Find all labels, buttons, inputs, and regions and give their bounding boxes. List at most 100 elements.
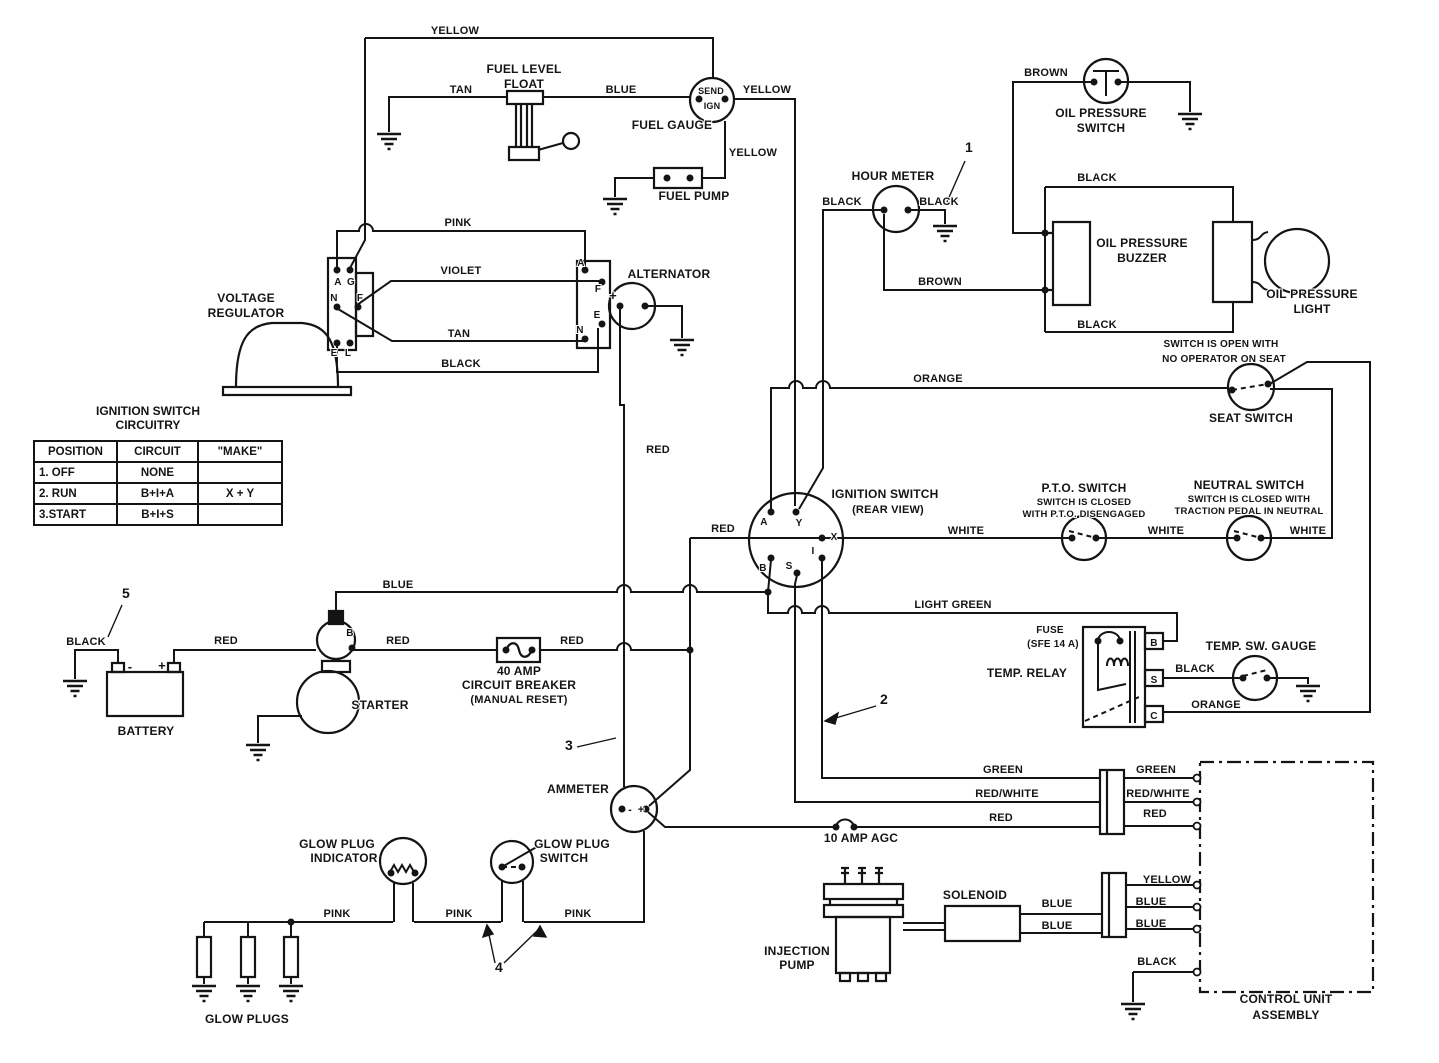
hour-meter-body <box>873 186 919 232</box>
label-: + <box>638 804 645 816</box>
label-switch: SWITCH <box>540 851 589 865</box>
wire-green-rw-red-right <box>1124 778 1193 826</box>
injection-pump-body <box>836 917 890 973</box>
glow-plug-3 <box>284 937 298 977</box>
wire-yellow-blue-right <box>1126 885 1193 929</box>
indicator-filament <box>390 865 414 872</box>
label-s: S <box>786 561 793 572</box>
callout-4-leader-b <box>503 929 539 964</box>
ignition-switch-body <box>749 493 843 587</box>
label-send: SEND <box>698 86 724 96</box>
neutral-switch-body <box>1227 516 1271 560</box>
label-yellow: YELLOW <box>743 84 792 96</box>
bulb-neck <box>1252 232 1268 290</box>
label-control-unit: CONTROL UNIT <box>1240 992 1333 1006</box>
label-: - <box>628 804 632 816</box>
label-a: A <box>577 258 584 269</box>
table-cell: B+I+A <box>116 482 199 505</box>
label-brown: BROWN <box>918 276 962 288</box>
label-white: WHITE <box>948 525 984 537</box>
label-pink: PINK <box>444 217 471 229</box>
label-oil-pressure: OIL PRESSURE <box>1055 106 1147 120</box>
wire-white-neutral-seat <box>1262 389 1332 538</box>
label-orange: ORANGE <box>1191 699 1240 711</box>
connector-lower <box>1102 873 1126 937</box>
label-tan: TAN <box>450 84 472 96</box>
ammeter-body <box>611 786 657 832</box>
table-cell: X + Y <box>197 482 283 505</box>
label-float: FLOAT <box>504 77 545 91</box>
wire-black-hourmeter-left <box>799 210 884 509</box>
label-violet: VIOLET <box>441 265 482 277</box>
label-battery: BATTERY <box>118 724 175 738</box>
label-black: BLACK <box>919 196 959 208</box>
label-glow-plugs: GLOW PLUGS <box>205 1012 289 1026</box>
label-: + <box>158 658 166 673</box>
label-b: B <box>759 563 766 574</box>
terminal-dots <box>287 78 1272 926</box>
wire-red-x-ammeter <box>649 538 690 806</box>
wire-temp-gauge-ground <box>1267 678 1308 684</box>
label-red: RED <box>646 444 670 456</box>
label-b: B <box>1150 638 1157 649</box>
label-pink: PINK <box>445 908 472 920</box>
label-l: L <box>345 348 351 359</box>
injection-pump-flange2 <box>824 905 903 917</box>
callout-4-arrow-a <box>481 923 495 939</box>
label-glow-plug: GLOW PLUG <box>299 837 375 851</box>
label-fuel-level: FUEL LEVEL <box>486 62 561 76</box>
table-header-circuit: CIRCUIT <box>116 440 199 463</box>
label-switch-is-closed-with: SWITCH IS CLOSED WITH <box>1188 494 1310 505</box>
label-manual-reset: (MANUAL RESET) <box>470 694 567 706</box>
label-circuit-breaker: CIRCUIT BREAKER <box>462 678 576 692</box>
table-cell: NONE <box>116 461 199 484</box>
label-: + <box>609 288 617 303</box>
label-blue: BLUE <box>383 579 414 591</box>
temp-relay-terminal-s <box>1145 670 1163 686</box>
callout-3-leader <box>576 737 617 748</box>
label-temp-sw-gauge: TEMP. SW. GAUGE <box>1206 639 1317 653</box>
float-columns <box>516 104 532 147</box>
label-blue: BLUE <box>1042 898 1073 910</box>
temp-relay-terminal-b <box>1145 633 1163 649</box>
callout-4-arrow-b <box>532 924 548 938</box>
glow-switch-blade <box>502 845 540 867</box>
glow-plug-1 <box>197 937 211 977</box>
label-5: 5 <box>122 585 130 601</box>
control-unit-box <box>1200 762 1373 992</box>
label-black: BLACK <box>1175 663 1215 675</box>
wire-pink-ammeter-down <box>524 831 644 922</box>
pto-switch-body <box>1062 516 1106 560</box>
starter-motor <box>297 671 359 733</box>
label-switch-is-open-with: SWITCH IS OPEN WITH <box>1164 339 1279 350</box>
table-title-line1: IGNITION SWITCH <box>96 404 200 418</box>
label-40-amp: 40 AMP <box>497 664 541 678</box>
label-: - <box>128 659 133 674</box>
wire-black-buzzer-bottom <box>1045 302 1233 332</box>
label-light-green: LIGHT GREEN <box>914 599 991 611</box>
label-switch-is-closed: SWITCH IS CLOSED <box>1037 497 1132 508</box>
label-black: BLACK <box>1077 172 1117 184</box>
label-x: X <box>831 532 838 543</box>
circuit-breaker-body <box>497 638 540 662</box>
solenoid-body <box>945 906 1020 941</box>
wire-orange-seat <box>771 381 1229 509</box>
wire-red-battery-starter <box>174 650 316 663</box>
ignition-switch-circuitry-table: POSITION CIRCUIT "MAKE" 1. OFF NONE 2. R… <box>33 440 283 526</box>
wire-red-alternator-ammeter <box>620 308 624 787</box>
label-solenoid: SOLENOID <box>943 888 1007 902</box>
label-red-white: RED/WHITE <box>1126 788 1190 800</box>
label-fuse: FUSE <box>1036 625 1064 636</box>
oil-switch-t <box>1093 71 1119 96</box>
label-black: BLACK <box>1137 956 1177 968</box>
wire-black-hourmeter-right <box>908 210 945 224</box>
label-alternator: ALTERNATOR <box>628 267 711 281</box>
glow-plug-indicator-body <box>380 838 426 884</box>
seat-switch-blade <box>1231 383 1269 391</box>
label-red: RED <box>386 635 410 647</box>
label-injection: INJECTION <box>764 944 830 958</box>
glow-plug-switch-body <box>491 841 533 883</box>
label-light: LIGHT <box>1294 302 1331 316</box>
injection-pump-bolts <box>841 868 883 884</box>
label-pink: PINK <box>564 908 591 920</box>
